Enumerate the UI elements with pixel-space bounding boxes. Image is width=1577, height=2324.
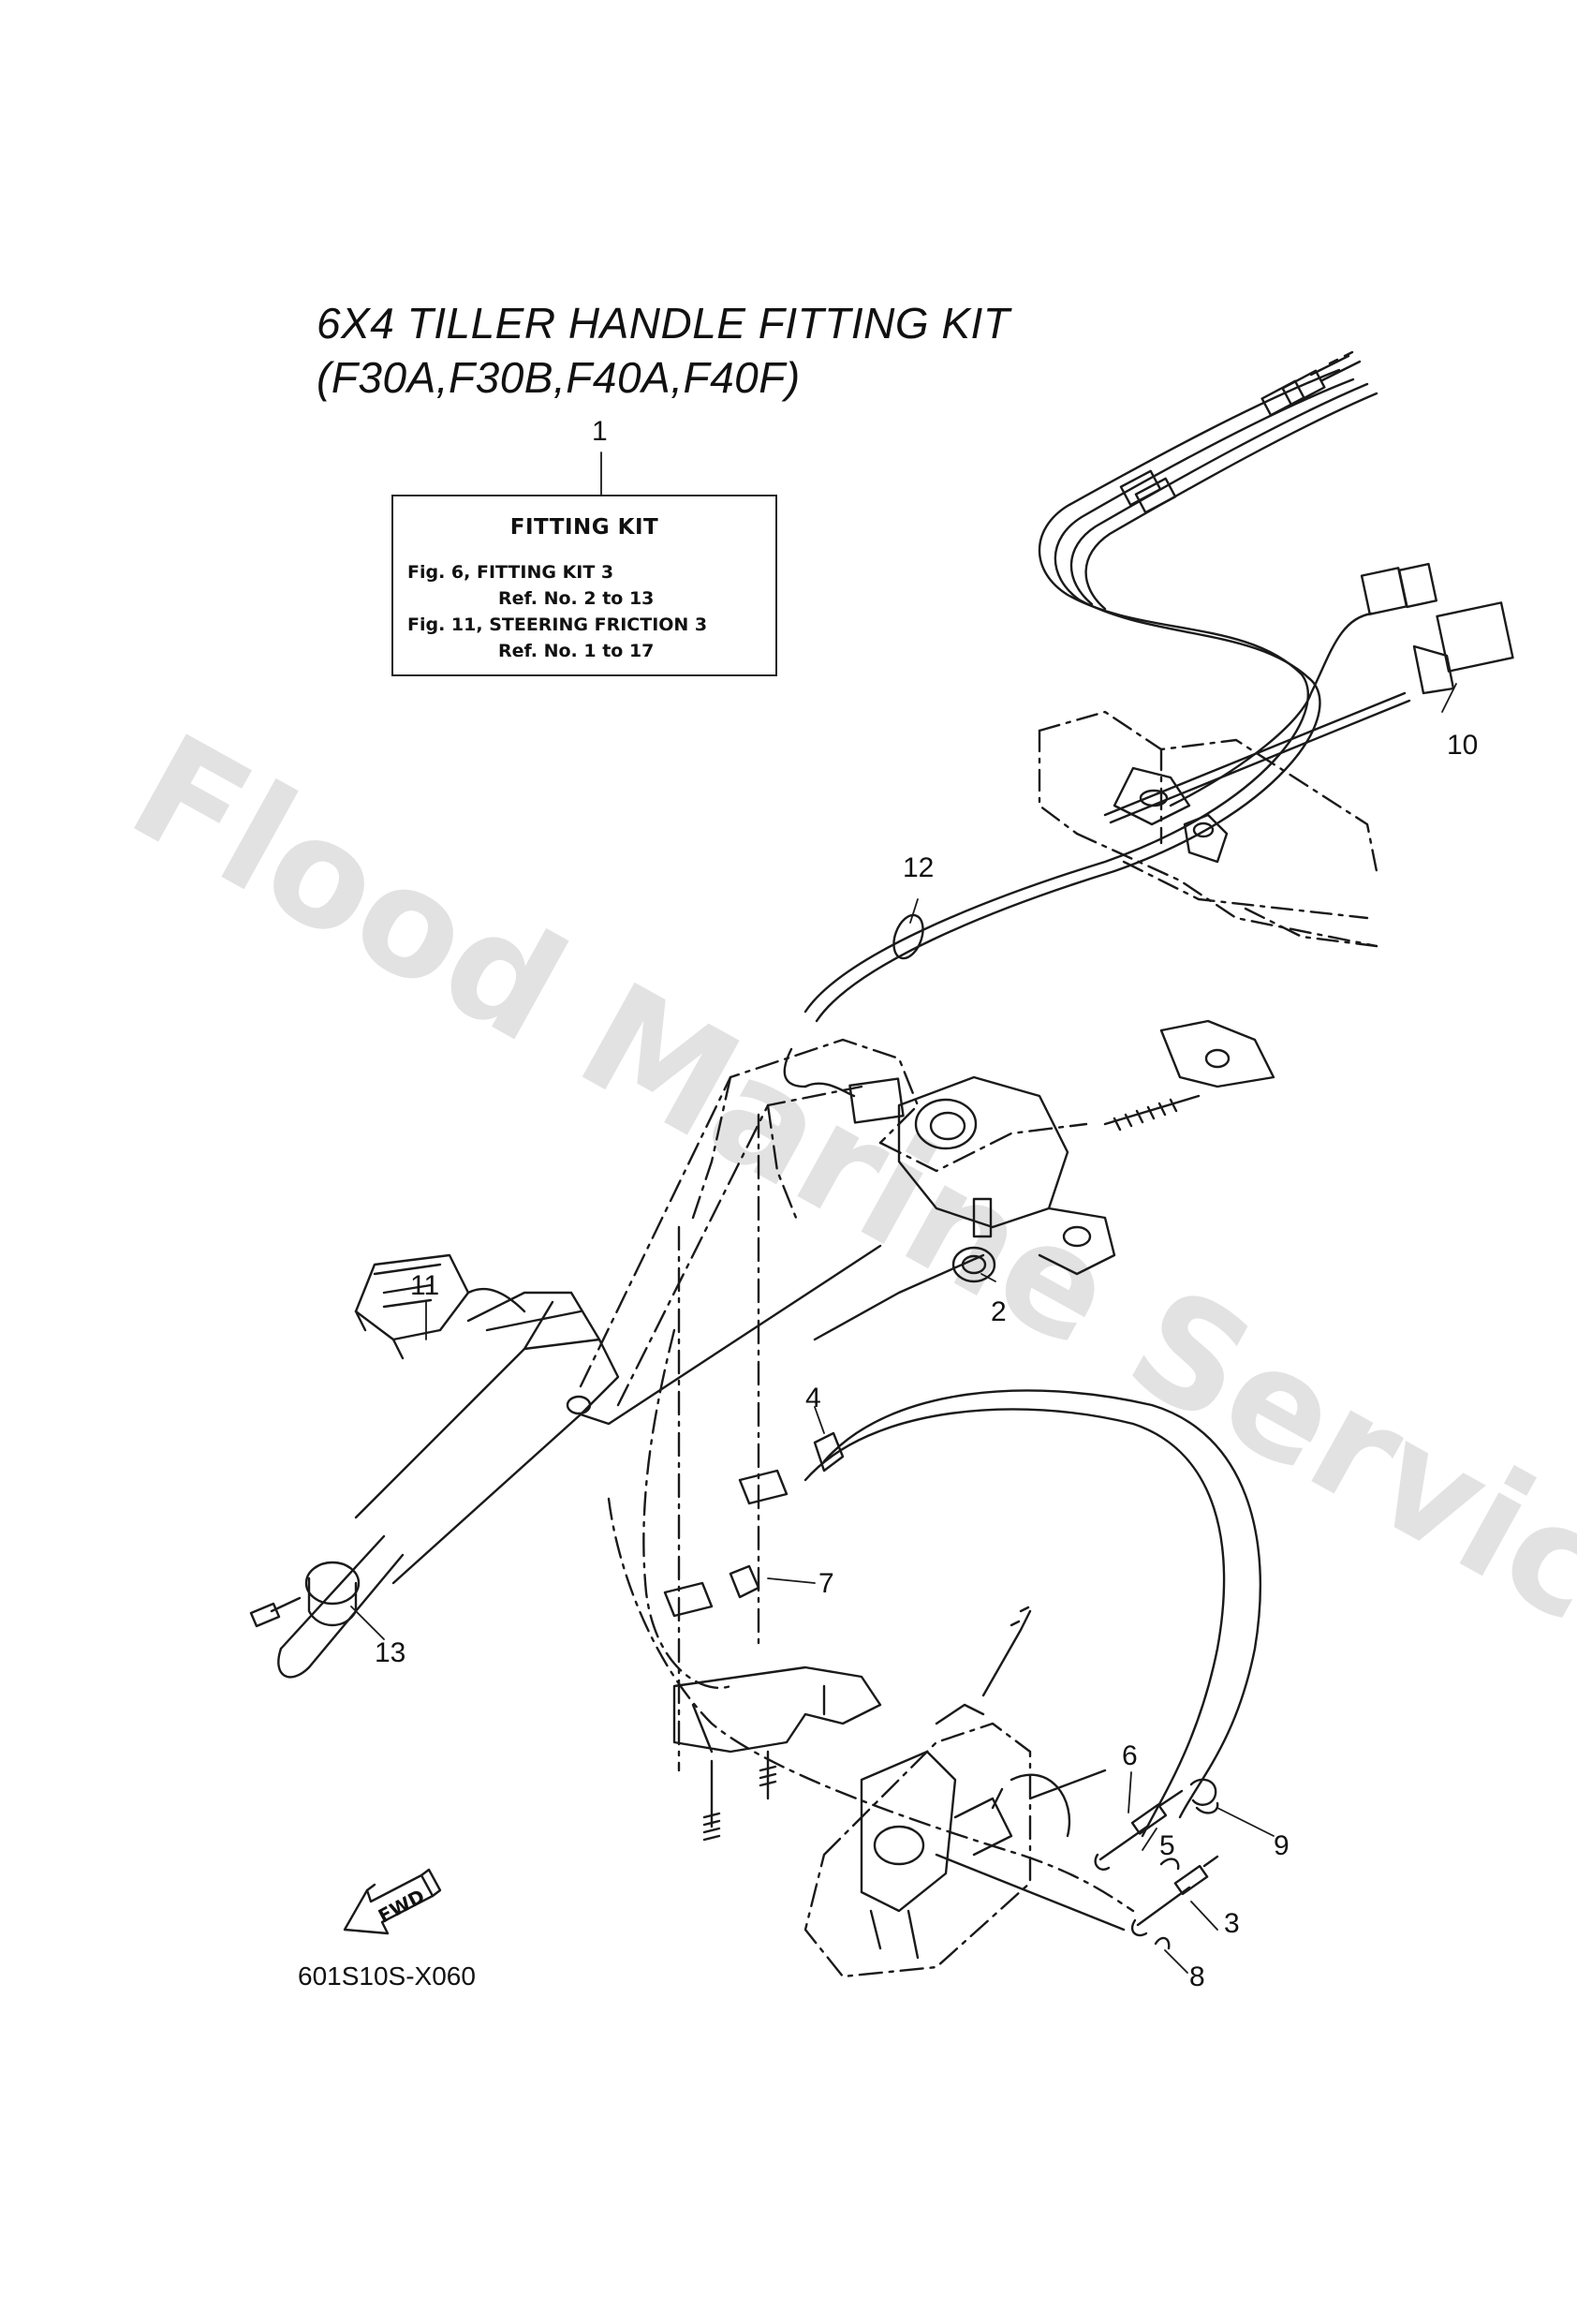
callout-3: 3 <box>1224 1908 1240 1939</box>
callout-4: 4 <box>805 1383 821 1414</box>
cable-clamps <box>663 1431 845 1618</box>
cable-ends <box>1094 1778 1219 1950</box>
callout-2: 2 <box>991 1296 1007 1327</box>
throttle-shift-cables <box>803 350 1378 1023</box>
grip-end-cap <box>249 1561 361 1628</box>
fwd-arrow: FWD <box>343 1868 442 1935</box>
engine-housing-outline <box>1038 710 1378 948</box>
callout-5: 5 <box>1159 1830 1175 1861</box>
callout-9: 9 <box>1274 1830 1290 1861</box>
tiller-arm <box>277 1244 985 1679</box>
cable-tie <box>892 913 924 960</box>
friction-adjuster-bolt <box>1103 1019 1275 1132</box>
leader-lines <box>350 451 1457 1974</box>
lower-cable-loop <box>607 1389 1261 1913</box>
main-harness-connector <box>1103 562 1514 824</box>
fitting-kit-ref-line: Ref. No. 1 to 17 <box>498 641 655 661</box>
link-mechanism-housing <box>803 1722 1032 1978</box>
callout-numbers: 1 2 3 4 5 6 7 8 9 10 11 12 13 <box>375 416 1478 1992</box>
callout-7: 7 <box>818 1568 834 1599</box>
handle-connector <box>783 1047 905 1124</box>
drawing-code: 601S10S-X060 <box>298 1961 476 1991</box>
link-mechanism <box>860 1606 1126 1960</box>
diagram-model-list: (F30A,F30B,F40A,F40F) <box>317 353 801 402</box>
fitting-kit-ref-line: Fig. 6, FITTING KIT 3 <box>407 562 614 583</box>
callout-8: 8 <box>1189 1961 1205 1992</box>
callout-12: 12 <box>903 852 934 883</box>
fitting-kit-ref-line: Fig. 11, STEERING FRICTION 3 <box>407 614 708 635</box>
callout-6: 6 <box>1122 1740 1138 1771</box>
fitting-kit-box: FITTING KIT Fig. 6, FITTING KIT 3 Ref. N… <box>391 495 777 676</box>
throttle-housing <box>897 1075 1116 1276</box>
callout-1: 1 <box>592 416 608 447</box>
grommet <box>951 1246 996 1283</box>
fitting-kit-ref-line: Ref. No. 2 to 13 <box>498 588 655 609</box>
diagram-title: 6X4 TILLER HANDLE FITTING KIT <box>317 299 1010 348</box>
callout-13: 13 <box>375 1637 405 1668</box>
guide-lines <box>677 1113 760 1772</box>
callout-11: 11 <box>410 1270 439 1301</box>
fitting-kit-heading: FITTING KIT <box>509 515 659 540</box>
callout-10: 10 <box>1447 730 1478 761</box>
fwd-label: FWD <box>375 1885 428 1928</box>
stop-switch-assembly <box>354 1253 526 1360</box>
bracket-plate <box>672 1665 882 1842</box>
